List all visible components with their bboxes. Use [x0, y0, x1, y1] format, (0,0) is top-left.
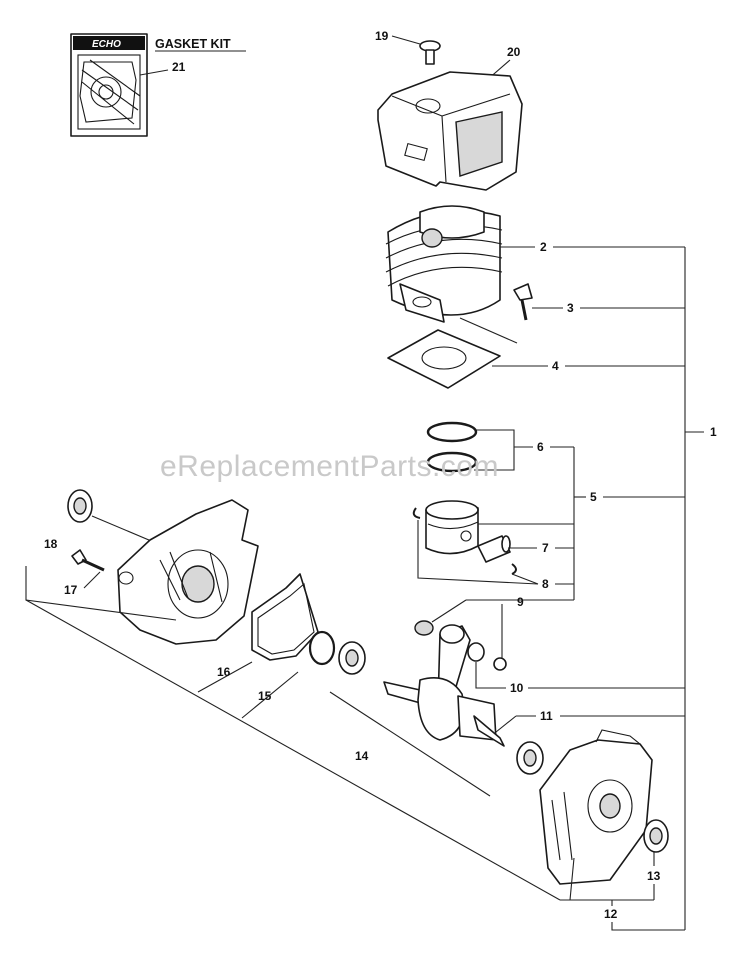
callout-10: 10 — [510, 681, 524, 695]
callout-21: 21 — [172, 60, 186, 74]
callout-7: 7 — [542, 541, 549, 555]
callout-3: 3 — [567, 301, 574, 315]
crankcase-right — [539, 729, 653, 885]
callout-17: 17 — [64, 583, 78, 597]
piston-rings — [426, 421, 478, 473]
callout-8: 8 — [542, 577, 549, 591]
callout-18: 18 — [44, 537, 58, 551]
callout-13: 13 — [647, 869, 661, 883]
piston-pin — [477, 535, 511, 563]
callout-20: 20 — [507, 45, 521, 59]
callout-5: 5 — [590, 490, 597, 504]
callout-11: 11 — [540, 709, 553, 723]
callout-2: 2 — [540, 240, 547, 254]
crankshaft — [383, 624, 505, 747]
cylinder-gasket — [387, 329, 501, 389]
piston — [425, 500, 479, 555]
crank-bearing-upper — [338, 641, 366, 675]
gasket-kit-title: GASKET KIT — [155, 37, 231, 51]
circlip — [308, 630, 336, 666]
callout-4: 4 — [552, 359, 559, 373]
cylinder-bolt — [513, 283, 533, 321]
callout-19: 19 — [375, 29, 389, 43]
callout-16: 16 — [217, 665, 231, 679]
crankcase-gasket — [251, 573, 319, 661]
oil-seal-right — [643, 819, 669, 853]
callout-9: 9 — [517, 595, 524, 609]
needle-bearing — [414, 620, 507, 671]
crankcase-left — [117, 499, 259, 645]
callout-1: 1 — [710, 425, 717, 439]
gasket-kit-brand: ECHO — [92, 39, 121, 50]
cylinder — [385, 205, 503, 323]
crank-bearing-lower — [516, 741, 544, 775]
watermark: eReplacementParts.com — [160, 450, 499, 483]
gasket-kit-package: ECHO — [70, 33, 148, 137]
oil-seal-left — [67, 489, 93, 523]
crankcase-bolt — [71, 549, 105, 572]
callout-14: 14 — [355, 749, 369, 763]
cover-bolt — [419, 40, 441, 65]
callout-15: 15 — [258, 689, 272, 703]
callout-12: 12 — [604, 907, 618, 921]
cylinder-cover — [377, 71, 523, 191]
callout-6: 6 — [537, 440, 544, 454]
